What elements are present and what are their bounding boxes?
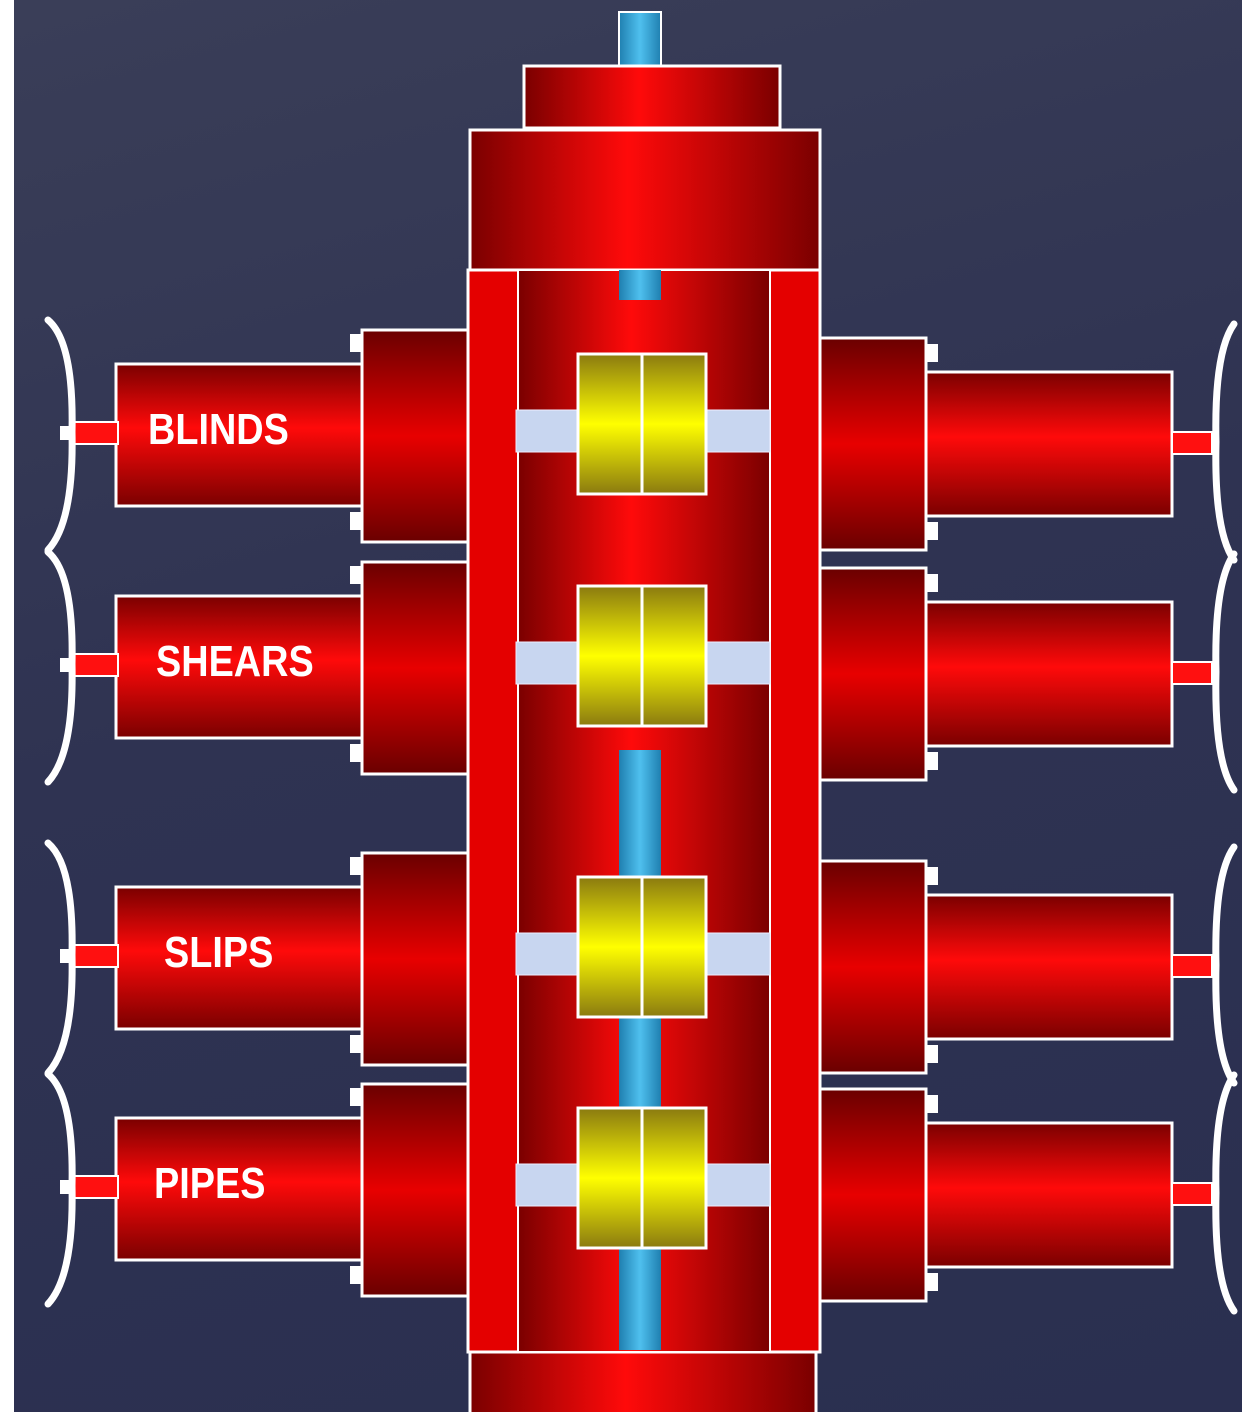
right-bracket-icon bbox=[1212, 1071, 1238, 1315]
left-bonnet bbox=[360, 328, 470, 544]
right-bonnet bbox=[818, 1087, 928, 1303]
left-bracket-icon bbox=[44, 839, 76, 1077]
right-bonnet bbox=[818, 336, 928, 552]
left-rod bbox=[73, 1175, 119, 1199]
left-bracket-icon bbox=[44, 316, 76, 554]
ram-label-slips: SLIPS bbox=[164, 928, 274, 977]
right-bolt-bottom bbox=[926, 1045, 938, 1063]
ram-label-blinds: BLINDS bbox=[148, 405, 289, 454]
annular-preventer bbox=[468, 128, 822, 272]
left-rod bbox=[73, 944, 119, 968]
left-bolt-top bbox=[350, 857, 362, 875]
bore-pipe-lower bbox=[619, 750, 661, 1350]
left-bonnet bbox=[360, 560, 470, 776]
ram-block-right bbox=[640, 1106, 708, 1250]
right-bolt-top bbox=[926, 574, 938, 592]
ram-label-pipes: PIPES bbox=[154, 1159, 266, 1208]
left-bracket-icon bbox=[44, 548, 76, 786]
ram-block-right bbox=[640, 875, 708, 1019]
left-cylinder bbox=[114, 362, 364, 508]
right-rod bbox=[1171, 954, 1213, 978]
ram-block-left bbox=[576, 1106, 644, 1250]
right-bolt-top bbox=[926, 1095, 938, 1113]
bore-pipe-upper bbox=[619, 270, 661, 300]
right-bolt-bottom bbox=[926, 752, 938, 770]
right-rod bbox=[1171, 431, 1213, 455]
left-bolt-top bbox=[350, 1088, 362, 1106]
ram-block-left bbox=[576, 875, 644, 1019]
ram-assemblies bbox=[44, 316, 1238, 1315]
left-bolt-top bbox=[350, 334, 362, 352]
right-cylinder bbox=[924, 1121, 1174, 1269]
left-rod bbox=[73, 653, 119, 677]
right-bracket-icon bbox=[1212, 843, 1238, 1087]
left-bonnet bbox=[360, 1082, 470, 1298]
ram-block-right bbox=[640, 584, 708, 728]
right-rod bbox=[1171, 1182, 1213, 1206]
bottom-flange bbox=[468, 1350, 818, 1412]
bop-stack-drawing bbox=[44, 11, 1238, 1412]
left-bracket-icon bbox=[44, 1070, 76, 1308]
left-cylinder bbox=[114, 594, 364, 740]
left-bolt-bottom bbox=[350, 512, 362, 530]
right-cylinder bbox=[924, 893, 1174, 1041]
right-bonnet bbox=[818, 859, 928, 1075]
left-bolt-bottom bbox=[350, 1266, 362, 1284]
top-cap bbox=[522, 64, 782, 130]
ram-block-left bbox=[576, 584, 644, 728]
right-bolt-top bbox=[926, 344, 938, 362]
left-cylinder bbox=[114, 885, 364, 1031]
left-rod bbox=[73, 421, 119, 445]
right-bolt-bottom bbox=[926, 1273, 938, 1291]
right-cylinder bbox=[924, 370, 1174, 518]
ram-block-left bbox=[576, 352, 644, 496]
right-bolt-top bbox=[926, 867, 938, 885]
right-cylinder bbox=[924, 600, 1174, 748]
left-cylinder bbox=[114, 1116, 364, 1262]
bop-diagram bbox=[14, 0, 1242, 1412]
right-rod bbox=[1171, 661, 1213, 685]
right-bracket-icon bbox=[1212, 320, 1238, 564]
right-bolt-bottom bbox=[926, 522, 938, 540]
left-bolt-bottom bbox=[350, 744, 362, 762]
left-bonnet bbox=[360, 851, 470, 1067]
ram-label-shears: SHEARS bbox=[156, 637, 314, 686]
right-bonnet bbox=[818, 566, 928, 782]
top-pipe bbox=[618, 11, 662, 73]
ram-block-right bbox=[640, 352, 708, 496]
left-bolt-bottom bbox=[350, 1035, 362, 1053]
right-bracket-icon bbox=[1212, 550, 1238, 794]
left-bolt-top bbox=[350, 566, 362, 584]
